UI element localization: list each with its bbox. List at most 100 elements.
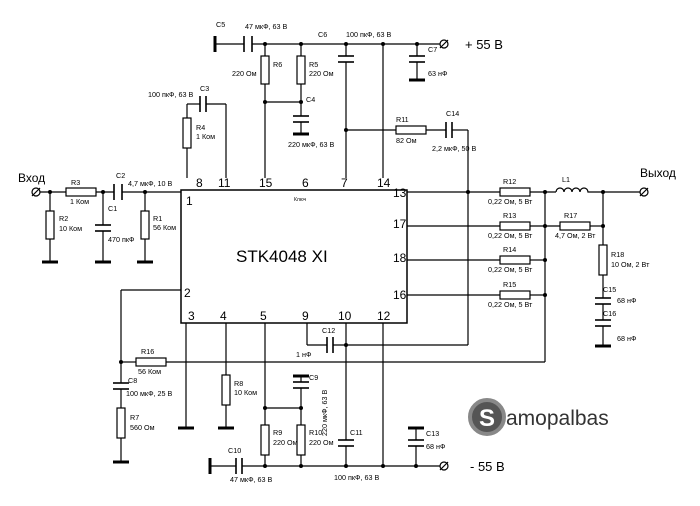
resistor-r3 (65, 187, 97, 197)
ic-name: STK4048 XI (236, 247, 328, 266)
ground-symbols (42, 36, 611, 474)
capacitor-c5 (243, 36, 253, 52)
resistor-r10 (296, 424, 306, 456)
pin-5: 5 (260, 309, 267, 323)
pin-3: 3 (188, 309, 195, 323)
r5-ref: R5 (309, 60, 318, 69)
ic-key-mark: Ключ (294, 197, 306, 203)
pin-6: 6 (302, 176, 309, 190)
c7-value: 63 нФ (428, 69, 448, 78)
logo-letter: S (479, 405, 495, 432)
r15-value: 0,22 Ом, 5 Вт (488, 300, 533, 309)
c10-value: 47 мкФ, 63 В (230, 475, 273, 484)
r2-ref: R2 (59, 214, 68, 223)
r14-value: 0,22 Ом, 5 Вт (488, 265, 533, 274)
r4-value: 1 Ком (196, 132, 215, 141)
c15-ref: C15 (603, 285, 616, 294)
c2-ref: C2 (116, 171, 125, 180)
c11-value: 100 пкФ, 63 В (334, 473, 379, 482)
c1-value: 470 пкФ (108, 235, 135, 244)
r18-ref: R18 (611, 250, 624, 259)
l1-ref: L1 (562, 175, 570, 184)
c1-ref: C1 (108, 204, 117, 213)
c8-ref: C8 (128, 376, 137, 385)
vminus-label: - 55 В (470, 459, 505, 474)
r3-ref: R3 (71, 178, 80, 187)
c13-value: 68 нФ (426, 442, 446, 451)
r14-ref: R14 (503, 245, 516, 254)
r1-ref: R1 (153, 214, 162, 223)
pin-15: 15 (259, 176, 273, 190)
capacitor-c6 (338, 55, 354, 63)
resistor-r18 (598, 244, 608, 276)
resistor-r9 (260, 424, 270, 456)
resistor-r16 (135, 357, 167, 367)
inductor-l1 (555, 187, 590, 193)
c13-ref: C13 (426, 429, 439, 438)
r11-ref: R11 (396, 115, 409, 124)
c6-value: 100 пкФ, 63 В (346, 30, 391, 39)
c2-value: 4,7 мкФ, 10 В (128, 179, 173, 188)
c14-value: 2,2 мкФ, 50 В (432, 144, 477, 153)
capacitor-c10 (235, 458, 243, 474)
resistor-r4 (182, 117, 192, 149)
c3-ref: C3 (200, 84, 209, 93)
pin-8: 8 (196, 176, 203, 190)
c15-value: 68 нФ (617, 296, 637, 305)
c5-ref: C5 (216, 20, 225, 29)
pin-7: 7 (341, 176, 348, 190)
resistor-r8 (221, 374, 231, 406)
pin-2: 2 (184, 286, 191, 300)
resistor-r17 (559, 221, 591, 231)
c7-ref: C7 (428, 45, 437, 54)
pin-9: 9 (302, 309, 309, 323)
resistor-r2 (45, 210, 55, 240)
capacitor-c13 (408, 439, 424, 447)
r8-value: 10 Ком (234, 388, 257, 397)
vplus-terminal (439, 39, 449, 49)
r12-value: 0,22 Ом, 5 Вт (488, 197, 533, 206)
r5-value: 220 Ом (309, 69, 334, 78)
r18-value: 10 Ом, 2 Вт (611, 260, 650, 269)
r17-ref: R17 (564, 211, 577, 220)
capacitor-c3 (199, 96, 207, 112)
resistor-r5 (296, 55, 306, 85)
resistor-r11 (395, 125, 427, 135)
r2-value: 10 Ком (59, 224, 82, 233)
capacitor-c9 (293, 381, 309, 389)
capacitor-c7 (409, 55, 425, 63)
logo-ring-icon (468, 398, 506, 436)
r17-value: 4,7 Ом, 2 Вт (555, 231, 596, 240)
capacitor-c11 (338, 439, 354, 447)
r6-ref: R6 (273, 60, 282, 69)
r15-ref: R15 (503, 280, 516, 289)
c9-value: 220 мкФ, 63 В (320, 389, 329, 436)
r13-ref: R13 (503, 211, 516, 220)
ic-body (180, 189, 408, 324)
r3-value: 1 Ком (70, 197, 89, 206)
input-label: Вход (18, 171, 45, 185)
r11-value: 82 Ом (396, 136, 417, 145)
input-terminal (31, 187, 41, 197)
samopalbas-logo: S amopalbas (468, 398, 609, 436)
resistor-r12 (499, 187, 531, 197)
r13-value: 0,22 Ом, 5 Вт (488, 231, 533, 240)
capacitor-c8 (113, 382, 129, 390)
pin-14: 14 (377, 176, 391, 190)
r4-ref: R4 (196, 123, 205, 132)
pin-12: 12 (377, 309, 391, 323)
capacitor-c15 (595, 297, 611, 305)
resistor-r6 (260, 55, 270, 85)
r9-ref: R9 (273, 428, 282, 437)
r12-ref: R12 (503, 177, 516, 186)
capacitor-c1 (95, 224, 111, 232)
capacitor-c4 (293, 115, 309, 123)
r16-ref: R16 (141, 347, 154, 356)
r8-ref: R8 (234, 379, 243, 388)
output-terminal (639, 187, 649, 197)
r9-value: 220 Ом (273, 438, 298, 447)
c3-value: 100 пкФ, 63 В (148, 90, 193, 99)
resistor-r14 (499, 255, 531, 265)
output-label: Выход (640, 166, 676, 180)
